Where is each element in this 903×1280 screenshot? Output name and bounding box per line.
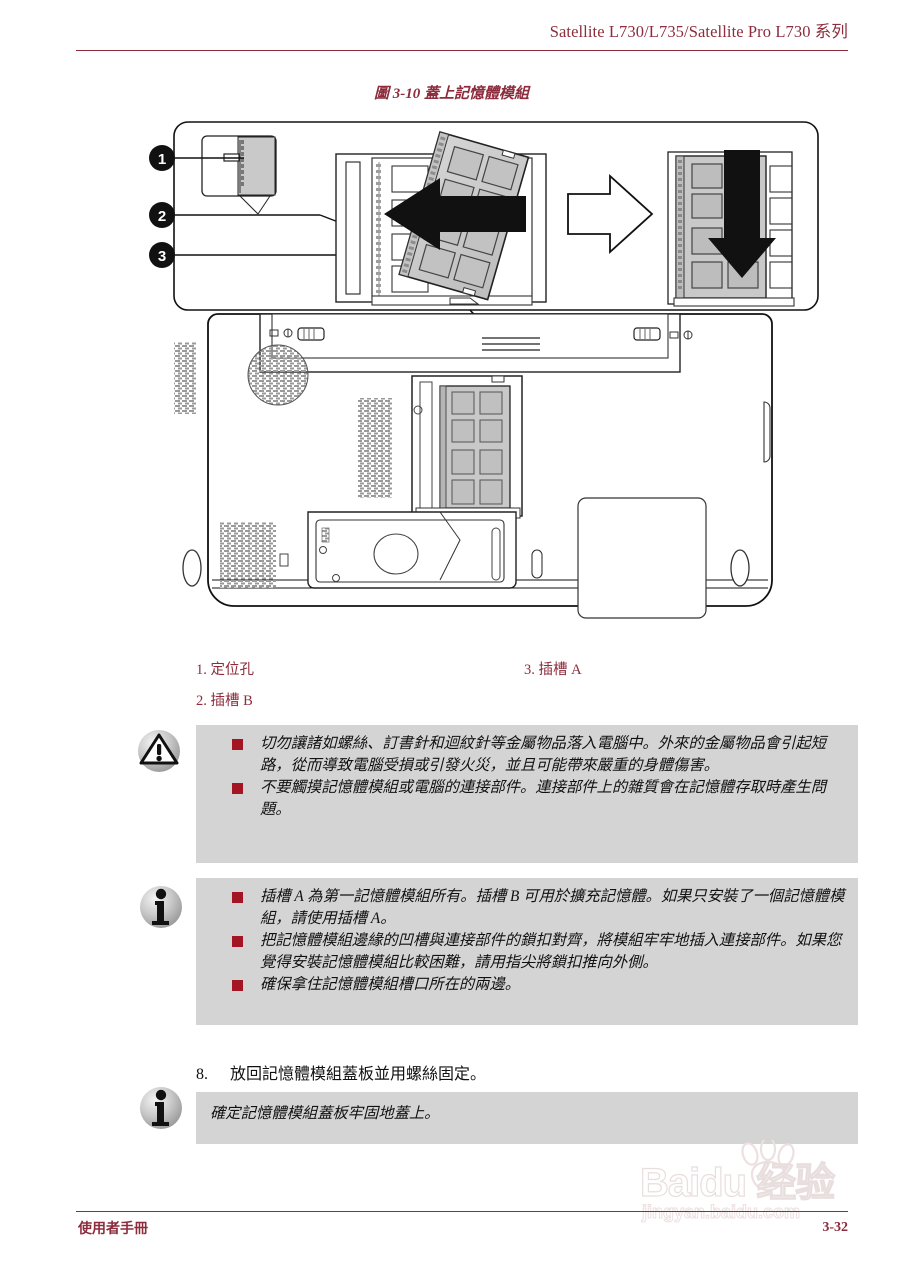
bullet-square-icon [232,783,243,794]
header-title: Satellite L730/L735/Satellite Pro L730 系… [549,22,848,41]
step-text: 放回記憶體模組蓋板並用螺絲固定。 [230,1066,487,1083]
bullet-square-icon [232,980,243,991]
memory-compartment [411,375,523,519]
arrow-left-black [384,178,526,250]
warning-notice-text: 切勿讓諸如螺絲、訂書針和迴紋針等金屬物品落入電腦中。外來的金屬物品會引起短路，從… [228,733,848,821]
warning-notice-box [196,725,858,863]
baidu-watermark: Baidu 经验 jingyan.baidu.com [639,1140,890,1235]
bullet-square-icon [232,892,243,903]
footer-manual-label: 使用者手冊 [78,1220,148,1236]
final-note-box [196,1092,858,1144]
warning-bullet-2-text: 不要觸摸記憶體模組或電腦的連接部件。連接部件上的雜質會在記憶體存取時產生問題。 [260,779,826,818]
info-bullet-2-text: 把記憶體模組邊緣的凹槽與連接部件的鎖扣對齊，將模組牢牢地插入連接部件。如果您覺得… [260,932,842,971]
laptop-bottom-view [174,313,773,619]
info-notice-text: 插槽 A 為第一記憶體模組所有。插槽 B 可用於擴充記憶體。如果只安裝了一個記憶… [228,886,848,997]
step-item-8: 8. 放回記憶體模組蓋板並用螺絲固定。 [196,1060,486,1084]
callout-1: 1 [149,145,244,171]
step-number: 8. [196,1066,208,1083]
final-note-text-wrap: 確定記憶體模組蓋板牢固地蓋上。 [210,1103,850,1125]
final-note-text: 確定記憶體模組蓋板牢固地蓋上。 [210,1105,440,1122]
bullet-square-icon [232,739,243,750]
info-bullet-3: 確保拿住記憶體模組槽口所在的兩邊。 [228,974,848,996]
footer-page-number: 3-32 [822,1220,848,1235]
figure-legend: 1. 定位孔 3. 插槽 A 2. 插槽 B [196,658,856,720]
info-i-icon [138,1085,184,1131]
warning-bullet-1-text: 切勿讓諸如螺絲、訂書針和迴紋針等金屬物品落入電腦中。外來的金屬物品會引起短路，從… [260,735,826,774]
warning-triangle-icon [136,728,182,774]
figure-illustration: 1 2 3 [149,121,819,619]
svg-text:2: 2 [158,208,166,225]
final-note-row: 確定記憶體模組蓋板牢固地蓋上。 [210,1103,850,1125]
info-bullet-1-text: 插槽 A 為第一記憶體模組所有。插槽 B 可用於擴充記憶體。如果只安裝了一個記憶… [260,888,845,927]
info-bullet-1: 插槽 A 為第一記憶體模組所有。插槽 B 可用於擴充記憶體。如果只安裝了一個記憶… [228,886,848,929]
svg-text:3: 3 [158,248,166,265]
warning-bullet-2: 不要觸摸記憶體模組或電腦的連接部件。連接部件上的雜質會在記憶體存取時產生問題。 [228,777,848,820]
footer-divider [76,1211,848,1212]
figure-caption: 圖 3-10 蓋上記憶體模組 [374,86,529,102]
header-divider [76,50,848,51]
watermark-sub-text: jingyan.baidu.com [641,1202,801,1223]
info-bullet-2: 把記憶體模組邊緣的凹槽與連接部件的鎖扣對齊，將模組牢牢地插入連接部件。如果您覺得… [228,930,848,973]
legend-item-3: 3. 插槽 A [524,662,582,678]
info-notice-box [196,878,858,1025]
page-header: Satellite L730/L735/Satellite Pro L730 系… [76,18,848,42]
legend-item-2: 2. 插槽 B [196,693,253,709]
info-bullet-3-text: 確保拿住記憶體模組槽口所在的兩邊。 [260,976,521,993]
arrow-down-black [708,150,776,278]
legend-item-1: 1. 定位孔 [196,662,254,678]
arrow-right-outline [567,173,654,255]
warning-bullet-1: 切勿讓諸如螺絲、訂書針和迴紋針等金屬物品落入電腦中。外來的金屬物品會引起短路，從… [228,733,848,776]
legend-row-1: 1. 定位孔 3. 插槽 A [196,658,856,689]
info-i-icon [138,884,184,930]
bullet-square-icon [232,936,243,947]
watermark-main-text: Baidu 经验 [639,1160,835,1205]
svg-text:1: 1 [158,151,166,168]
legend-row-2: 2. 插槽 B [196,689,856,720]
figure-memory-module-install: 1 2 3 [140,110,840,645]
paw-print-icon [741,1140,795,1192]
hdd-bay [307,511,517,589]
